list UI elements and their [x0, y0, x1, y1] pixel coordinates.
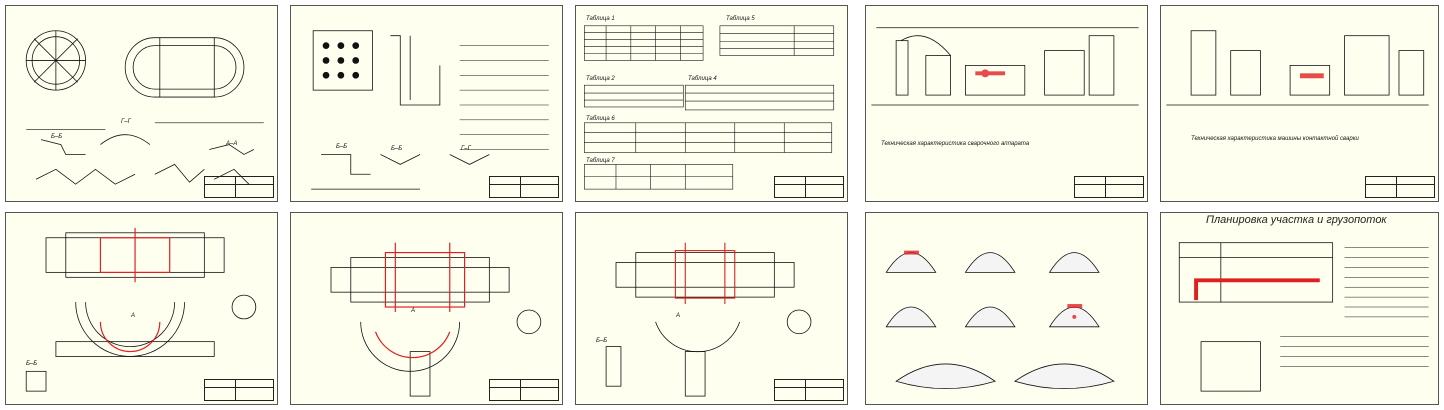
title-block	[204, 379, 274, 401]
drawing-sheet-5: Техническая характеристика машины контак…	[1160, 5, 1439, 202]
drawing-sheet-3: Таблица 1 Таблица 5 Таблица 2 Таблица 4 …	[575, 5, 848, 202]
section-label-a: А	[411, 308, 416, 314]
drawing-sheet-4: Техническая характеристика сварочного ап…	[865, 5, 1148, 202]
title-block	[1074, 176, 1144, 198]
drawing-sheet-9	[865, 212, 1148, 405]
section-label-bb: Б–Б	[51, 134, 63, 140]
section-label-bb-1: Б–Б	[336, 144, 348, 150]
sheet-6-drawing	[25, 227, 257, 392]
sheet-1-drawing	[25, 30, 264, 185]
sheet-10-drawing	[1178, 242, 1429, 392]
table-5-label: Таблица 5	[726, 16, 755, 22]
table-7-label: Таблица 7	[586, 158, 615, 164]
drawing-sheet-2: Б–Б Б–Б Г–Г	[290, 5, 563, 202]
caption-contact-welding: Техническая характеристика машины контак…	[1191, 136, 1359, 142]
section-label-aa: А–А	[226, 141, 238, 147]
sheet-3-drawing	[584, 25, 835, 190]
table-6-label: Таблица 6	[586, 116, 615, 122]
sheet-7-drawing	[330, 242, 542, 397]
sheet-4-drawing	[871, 27, 1139, 106]
section-label-gg: Г–Г	[461, 146, 471, 152]
title-block	[489, 379, 559, 401]
drawing-sheet-10: Планировка участка и грузопоток	[1160, 212, 1439, 405]
section-label-bb-2: Б–Б	[391, 146, 403, 152]
drawing-sheet-8: Б–Б А	[575, 212, 848, 405]
drawing-sheet-1: Б–Б Г–Г А–А	[5, 5, 278, 202]
section-label-gg: Г–Г	[121, 119, 131, 125]
table-1-label: Таблица 1	[586, 16, 615, 22]
title-block	[1365, 176, 1435, 198]
layout-title: Планировка участка и грузопоток	[1206, 214, 1387, 226]
sheet-2-drawing	[311, 30, 549, 190]
title-block	[489, 176, 559, 198]
section-label-bb: Б–Б	[596, 338, 608, 344]
sheet-5-drawing	[1166, 30, 1429, 106]
section-label-a: А	[676, 313, 681, 319]
section-label-a: А	[131, 313, 136, 319]
title-block	[774, 379, 844, 401]
table-4-label: Таблица 4	[688, 76, 717, 82]
title-block	[204, 176, 274, 198]
sheet-9-drawing	[885, 250, 1115, 389]
table-2-label: Таблица 2	[586, 76, 615, 82]
drawing-sheet-6: А Б–Б	[5, 212, 278, 405]
caption-welding-machine: Техническая характеристика сварочного ап…	[881, 141, 1030, 147]
sheet-8-drawing	[605, 242, 812, 397]
section-label-bb: Б–Б	[26, 361, 38, 367]
title-block	[774, 176, 844, 198]
drawing-sheet-7: А	[290, 212, 563, 405]
